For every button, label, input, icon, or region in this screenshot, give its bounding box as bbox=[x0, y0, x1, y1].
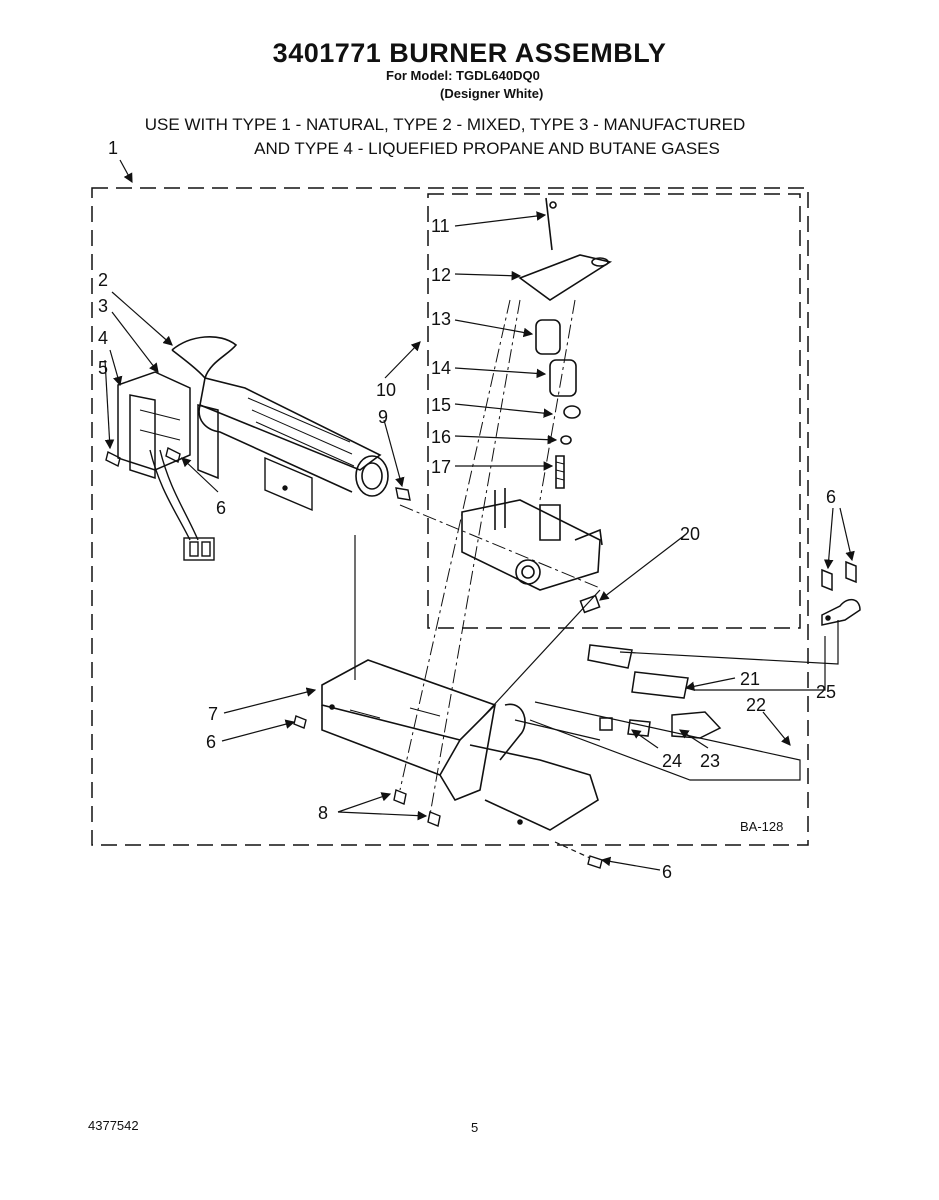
usage-line-2: AND TYPE 4 - LIQUEFIED PROPANE AND BUTAN… bbox=[254, 139, 720, 158]
callout-6-bottom: 6 bbox=[662, 862, 672, 882]
burner-mounting-bracket bbox=[321, 659, 599, 831]
callout-25: 25 bbox=[816, 682, 836, 702]
callout-12: 12 bbox=[431, 265, 451, 285]
callout-23: 23 bbox=[700, 751, 720, 771]
burner-tube bbox=[171, 335, 389, 497]
callout-15: 15 bbox=[431, 395, 451, 415]
leader-lines bbox=[104, 159, 855, 871]
callout-11: 11 bbox=[431, 216, 450, 236]
callout-24: 24 bbox=[662, 751, 682, 771]
callout-1: 1 bbox=[108, 138, 118, 158]
reference-lines bbox=[354, 535, 839, 859]
solenoid-coils bbox=[518, 197, 613, 489]
heat-shield bbox=[264, 456, 313, 512]
callout-20: 20 bbox=[680, 524, 700, 544]
callout-22: 22 bbox=[746, 695, 766, 715]
drawing-code: BA-128 bbox=[740, 819, 783, 834]
callout-16: 16 bbox=[431, 427, 451, 447]
orifice-parts bbox=[579, 594, 722, 739]
igniter-wire bbox=[149, 449, 215, 561]
page-title: 3401771 BURNER ASSEMBLY bbox=[272, 38, 667, 68]
usage-line-1: USE WITH TYPE 1 - NATURAL, TYPE 2 - MIXE… bbox=[144, 115, 746, 134]
callout-3: 3 bbox=[98, 296, 108, 316]
callout-8: 8 bbox=[318, 803, 328, 823]
assembly-boundary bbox=[91, 187, 809, 846]
callout-14: 14 bbox=[431, 358, 451, 378]
callout-6-left: 6 bbox=[216, 498, 226, 518]
callout-17: 17 bbox=[431, 457, 451, 477]
callout-6-bracket: 6 bbox=[206, 732, 216, 752]
callout-13: 13 bbox=[431, 309, 451, 329]
pipe-clamp bbox=[821, 560, 861, 626]
callout-10: 10 bbox=[376, 380, 396, 400]
callout-6-clamp: 6 bbox=[826, 487, 836, 507]
screws bbox=[105, 446, 603, 869]
gas-valve bbox=[461, 488, 603, 591]
valve-boundary bbox=[427, 193, 801, 629]
callout-5: 5 bbox=[98, 358, 108, 378]
callout-21: 21 bbox=[740, 669, 760, 689]
page-number: 5 bbox=[471, 1120, 479, 1135]
callout-7: 7 bbox=[208, 704, 218, 724]
assembly-centerlines bbox=[399, 299, 601, 816]
callout-2: 2 bbox=[98, 270, 108, 290]
callout-9: 9 bbox=[378, 407, 388, 427]
callout-4: 4 bbox=[98, 328, 108, 348]
model-number: For Model: TGDL640DQ0 bbox=[386, 68, 540, 83]
model-finish: (Designer White) bbox=[440, 86, 544, 101]
document-number: 4377542 bbox=[88, 1118, 139, 1133]
